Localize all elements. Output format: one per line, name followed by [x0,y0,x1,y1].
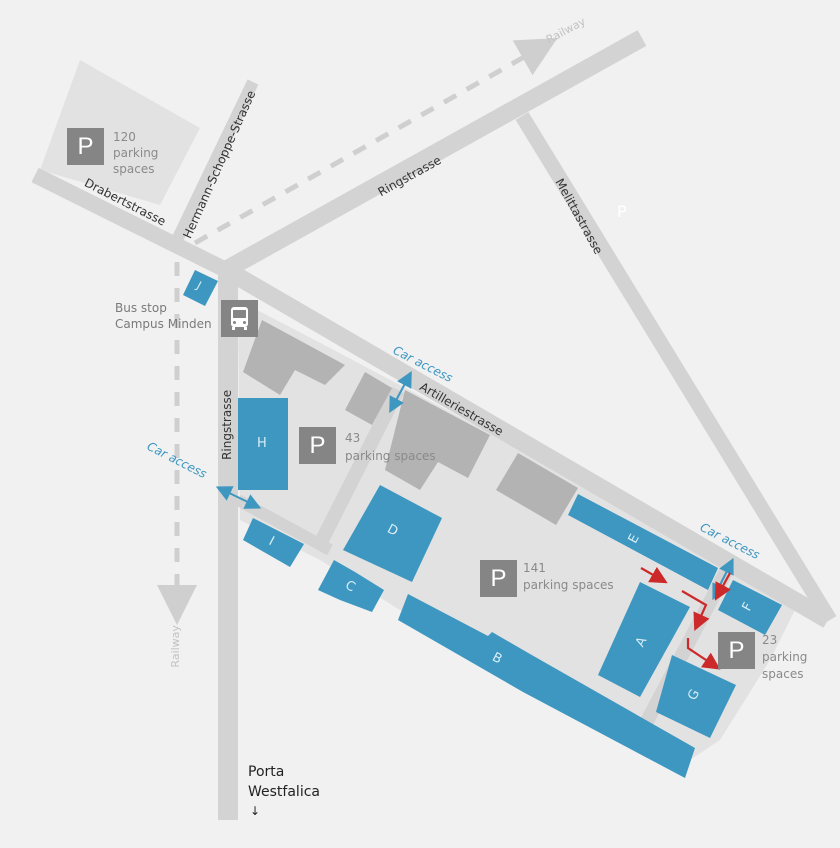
arrow-down-icon: ↓ [250,804,261,818]
road-melittastrasse [515,112,837,624]
building-a-shape [598,582,690,697]
road-hermann-schoppe [172,79,259,241]
parking-120-count: 120 [113,130,136,144]
road-campus-inner [311,386,405,552]
building-i-shape [243,518,304,567]
parking-120-label: parking [113,146,159,160]
route-arrow-2 [714,572,731,601]
building-gray-1 [243,320,345,395]
railway-north-line [193,38,558,246]
building-gray-4 [496,453,578,525]
parking-23-label: parking [762,650,808,664]
parking-icon-43: P [299,427,336,464]
route-arrow-1 [640,566,668,584]
building-h-shape [238,398,288,490]
parking-141-label: parking spaces [523,578,614,592]
car-access-arrow-north [389,370,412,414]
parking-icon-23: P [718,632,755,669]
destination-line2: Westfalica [248,784,320,800]
road-ringstrasse-north [217,30,647,280]
bus-stop-label-line2: Campus Minden [115,317,212,331]
faint-parking-marker: P [617,202,627,221]
route-arrow-3 [681,590,710,632]
building-j-shape [183,270,218,306]
parking-23-label2: spaces [762,667,804,681]
car-access-arrow-west [215,486,262,509]
building-d-shape [343,485,442,582]
building-e-shape [568,494,718,590]
building-b-shape [398,594,695,778]
building-c-shape [318,560,384,612]
destination-line1: Porta [248,764,285,780]
building-f-shape [718,580,782,635]
parking-120-label2: spaces [113,162,155,176]
building-h[interactable]: H [257,436,267,451]
label-ringstrasse-west: Ringstrasse [220,389,235,460]
parking-icon-120: P [67,128,104,165]
parking-23-count: 23 [762,633,778,647]
parking-43-count: 43 [345,431,361,445]
bus-stop-label-line1: Bus stop [115,301,167,315]
road-drabertstrasse [31,167,234,280]
bus-icon [221,300,258,337]
parking-lot-120-area [40,60,200,205]
building-gray-3 [385,390,490,490]
parking-43-label: parking spaces [345,449,436,463]
building-gray-2 [345,372,392,425]
route-arrow-4 [686,638,721,670]
parking-141-count: 141 [523,561,546,575]
building-g-shape [656,655,736,738]
parking-icon-141: P [480,560,517,597]
label-railway-south: Railway [168,625,182,668]
